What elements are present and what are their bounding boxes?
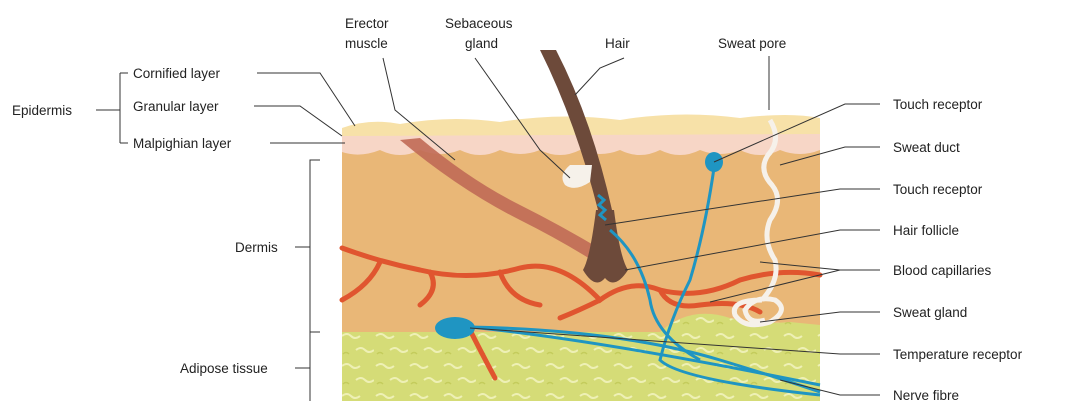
label-erector-muscle-line1: Erector: [345, 16, 389, 31]
label-cornified-layer: Cornified layer: [133, 66, 221, 81]
label-sebaceous-gland-line1: Sebaceous: [445, 16, 513, 31]
label-epidermis: Epidermis: [12, 103, 72, 118]
label-temperature-receptor: Temperature receptor: [893, 347, 1023, 362]
label-dermis: Dermis: [235, 240, 278, 255]
label-touch-receptor-1: Touch receptor: [893, 97, 983, 112]
label-hair-follicle: Hair follicle: [893, 223, 959, 238]
label-touch-receptor-2: Touch receptor: [893, 182, 983, 197]
label-sebaceous-gland-line2: gland: [465, 36, 498, 51]
label-blood-capillaries: Blood capillaries: [893, 263, 992, 278]
label-sweat-gland: Sweat gland: [893, 305, 967, 320]
temperature-receptor-body: [435, 317, 475, 339]
label-sweat-duct: Sweat duct: [893, 140, 960, 155]
label-hair: Hair: [605, 36, 630, 51]
skin-block: [342, 114, 820, 401]
label-sweat-pore: Sweat pore: [718, 36, 786, 51]
label-granular-layer: Granular layer: [133, 99, 219, 114]
label-adipose-tissue: Adipose tissue: [180, 361, 268, 376]
label-nerve-fibre: Nerve fibre: [893, 388, 959, 401]
label-malpighian-layer: Malpighian layer: [133, 136, 232, 151]
label-erector-muscle-line2: muscle: [345, 36, 388, 51]
